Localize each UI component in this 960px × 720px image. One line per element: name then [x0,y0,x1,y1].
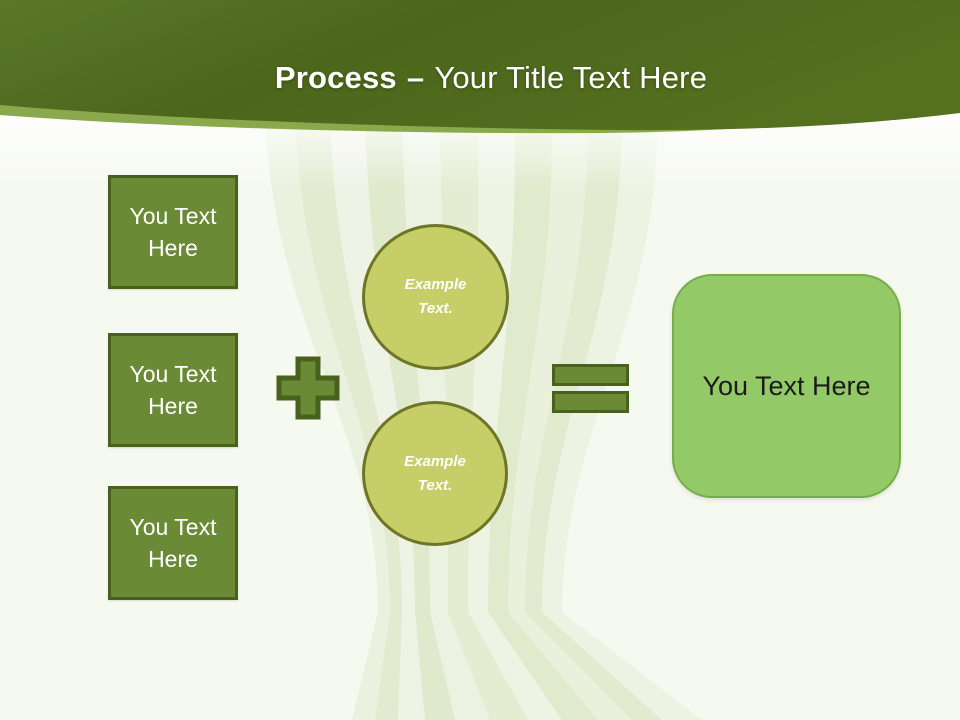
slide-title-regular: Your Title Text Here [434,60,708,95]
input-box-1-label: You Text Here [129,203,217,261]
plus-icon [276,356,340,420]
slide-title-separator: – [406,60,425,95]
example-circle-2[interactable]: Example Text. [362,401,508,546]
header-main-band [0,0,960,131]
equals-icon [552,364,629,413]
input-box-3[interactable]: You Text Here [108,486,238,600]
input-box-2-label: You Text Here [129,361,217,419]
example-circle-1[interactable]: Example Text. [362,224,509,370]
input-box-3-label: You Text Here [129,514,217,572]
input-box-2[interactable]: You Text Here [108,333,238,447]
result-box-label: You Text Here [702,370,871,401]
equals-top-bar [552,364,629,386]
slide-title: Process – Your Title Text Here [0,57,960,99]
example-circle-2-label: Example Text. [404,452,466,494]
example-circle-1-label: Example Text. [404,276,467,317]
header-wave-band [0,0,960,134]
slide-title-bold: Process [274,60,397,95]
input-box-1[interactable]: You Text Here [108,175,238,289]
result-box[interactable]: You Text Here [672,274,901,498]
equals-bottom-bar [552,391,629,413]
